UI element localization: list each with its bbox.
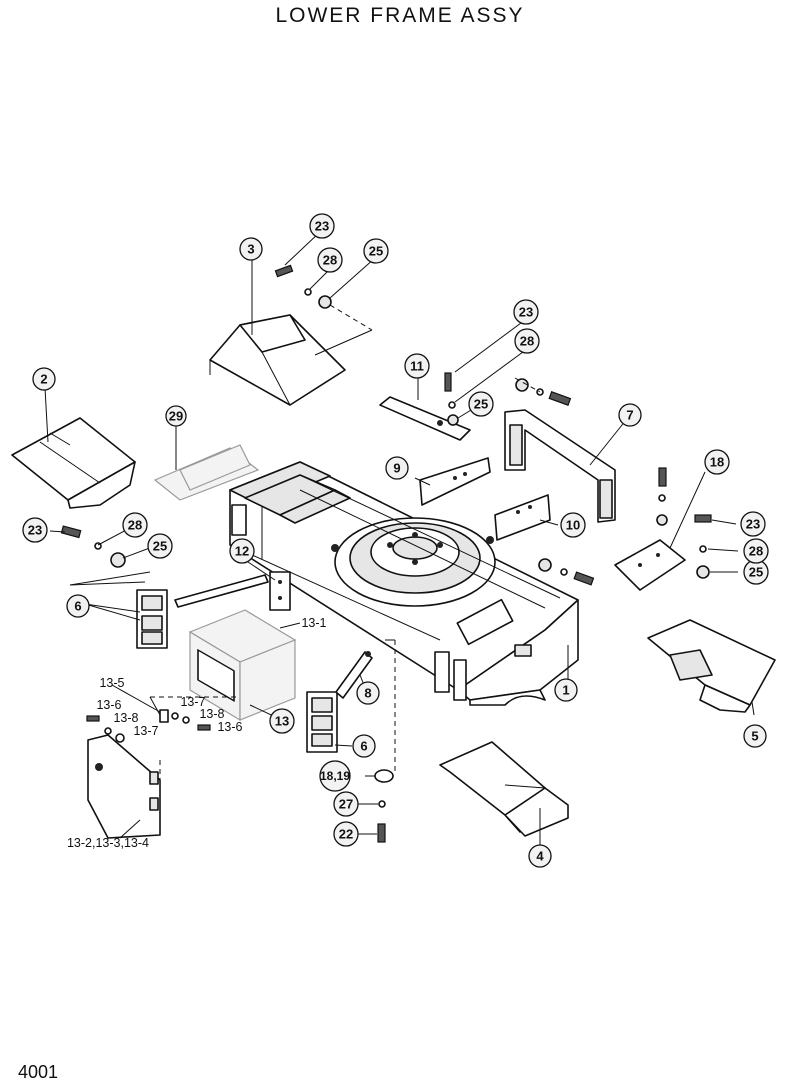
callout-number: 22 <box>339 827 353 842</box>
callout-number: 25 <box>153 539 167 554</box>
label-13-7a: 13-7 <box>133 724 158 738</box>
label-13-2-3-4: 13-2,13-3,13-4 <box>67 836 149 850</box>
plate-18 <box>614 539 686 591</box>
callout-25c: 25 <box>147 533 173 559</box>
link-8 <box>335 651 373 699</box>
callout-25b: 25 <box>468 391 494 417</box>
callout-10: 10 <box>560 512 586 538</box>
callout-28b: 28 <box>514 328 540 354</box>
callout-9: 9 <box>385 456 409 480</box>
bracket-7 <box>504 409 616 523</box>
callout-number: 18 <box>710 455 724 470</box>
label-13-1: 13-1 <box>301 616 326 630</box>
callout-number: 10 <box>566 518 580 533</box>
leader-lines <box>44 231 755 856</box>
callout-18-19: 18,19 <box>319 760 351 792</box>
callout-23c: 23 <box>22 517 48 543</box>
label-13-8b: 13-8 <box>199 707 224 721</box>
callout-number: 29 <box>169 409 183 424</box>
callout-number: 6 <box>74 599 81 614</box>
callout-number: 28 <box>520 334 534 349</box>
callout-number: 18,19 <box>320 769 350 783</box>
plate-11 <box>379 396 471 441</box>
bar-12 <box>174 571 291 611</box>
callout-number: 12 <box>235 544 249 559</box>
fasteners <box>60 264 712 843</box>
callout-number: 25 <box>749 565 763 580</box>
callout-number: 6 <box>360 739 367 754</box>
callout-number: 28 <box>749 544 763 559</box>
callout-4: 4 <box>528 844 552 868</box>
track-guide-6a <box>136 589 168 649</box>
callout-6a: 6 <box>66 594 90 618</box>
track-guide-6b <box>306 691 338 753</box>
callout-number: 2 <box>40 372 47 387</box>
callout-22: 22 <box>333 821 359 847</box>
callout-5: 5 <box>743 724 767 748</box>
callout-27: 27 <box>333 791 359 817</box>
callout-23a: 23 <box>309 213 335 239</box>
callouts: 1 2 3 4 5 6 6 7 8 9 10 11 12 13 18 18,19… <box>22 213 769 868</box>
swing-bearing <box>331 517 496 607</box>
callout-13: 13 <box>269 708 295 734</box>
cover-3 <box>209 314 346 406</box>
callout-2: 2 <box>32 367 56 391</box>
callout-number: 9 <box>393 461 400 476</box>
callout-number: 8 <box>364 686 371 701</box>
callout-6b: 6 <box>352 734 376 758</box>
callout-number: 28 <box>128 518 142 533</box>
bracket-29-ghost <box>153 444 260 501</box>
page-title: LOWER FRAME ASSY <box>275 4 525 27</box>
cover-5 <box>647 619 776 713</box>
callout-3: 3 <box>239 237 263 261</box>
label-13-7b: 13-7 <box>180 695 205 709</box>
label-13-8a: 13-8 <box>113 711 138 725</box>
callout-1: 1 <box>554 678 578 702</box>
callout-number: 23 <box>746 517 760 532</box>
callout-23d: 23 <box>740 511 766 537</box>
callout-28a: 28 <box>317 247 343 273</box>
label-13-6b: 13-6 <box>217 720 242 734</box>
cover-plate-2 <box>11 417 136 509</box>
frame-rails <box>231 474 561 609</box>
cover-4 <box>439 741 569 837</box>
callout-7: 7 <box>618 403 642 427</box>
callout-25a: 25 <box>363 238 389 264</box>
callout-number: 23 <box>519 305 533 320</box>
callout-28d: 28 <box>743 538 769 564</box>
label-13-6a: 13-6 <box>96 698 121 712</box>
callout-number: 23 <box>315 219 329 234</box>
callout-number: 28 <box>323 253 337 268</box>
page-number: 4001 <box>18 1062 59 1082</box>
callout-number: 4 <box>536 849 544 864</box>
callout-number: 23 <box>28 523 42 538</box>
label-13-5: 13-5 <box>99 676 124 690</box>
callout-25d: 25 <box>743 559 769 585</box>
plate-10 <box>494 494 551 541</box>
callout-8: 8 <box>356 681 380 705</box>
toolbox-13 <box>188 609 297 722</box>
callout-28c: 28 <box>122 512 148 538</box>
callout-number: 25 <box>369 244 383 259</box>
callout-11: 11 <box>404 353 430 379</box>
callout-number: 13 <box>275 714 289 729</box>
callout-number: 11 <box>410 359 424 374</box>
callout-18: 18 <box>704 449 730 475</box>
plate-9 <box>419 457 491 506</box>
callout-number: 27 <box>339 797 353 812</box>
callout-29: 29 <box>165 405 187 427</box>
callout-number: 5 <box>751 729 758 744</box>
callout-number: 1 <box>562 683 569 698</box>
sub-labels: 13-1 13-5 13-6 13-8 13-7 13-7 13-8 13-6 … <box>67 616 327 850</box>
callout-number: 25 <box>474 397 488 412</box>
callout-23b: 23 <box>513 299 539 325</box>
callout-12: 12 <box>229 538 255 564</box>
callout-number: 7 <box>626 408 633 423</box>
callout-number: 3 <box>247 242 254 257</box>
toolbox-door-13-2 <box>87 734 161 839</box>
